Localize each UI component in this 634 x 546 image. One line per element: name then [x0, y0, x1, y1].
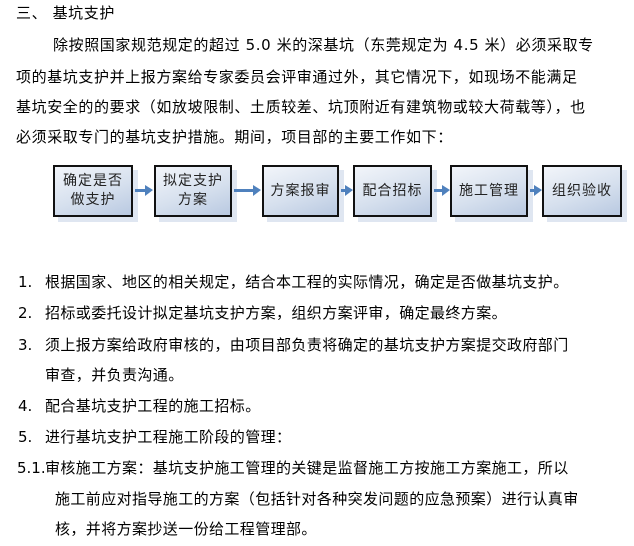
- flow-step-decide-support: 确定是否 做支护: [53, 165, 133, 217]
- list-item-text: 审查，并负责沟通。: [45, 366, 184, 384]
- flow-step-label: 确定是否: [63, 173, 123, 189]
- sub-item-text: 审核施工方案：基坑支护施工管理的关键是监督施工方按施工方案施工，所以: [45, 459, 569, 477]
- sub-item-text: 施工前应对指导施工的方案（包括针对各种突发问题的应急预案）进行认真审: [55, 490, 579, 508]
- list-item-text: 须上报方案给政府审核的，由项目部负责将确定的基坑支护方案提交政府部门: [45, 336, 569, 354]
- list-item-text: 根据国家、地区的相关规定，结合本工程的实际情况，确定是否做基坑支护。: [45, 273, 569, 291]
- sub-item-number: 5.1.: [17, 459, 46, 477]
- list-item-number: 1.: [18, 273, 33, 291]
- flow-step-label: 组织验收: [552, 182, 612, 199]
- list-item-number: 4.: [18, 397, 33, 415]
- paragraph-line: 除按照国家规范规定的超过 5.0 米的深基坑（东莞规定为 4.5 米）必须采取专: [53, 36, 594, 54]
- flow-step-label: 方案报审: [270, 182, 331, 199]
- flow-step-assist-bidding: 配合招标: [353, 165, 432, 217]
- flow-step-acceptance: 组织验收: [542, 165, 622, 217]
- arrow-right-icon: [234, 185, 261, 196]
- arrow-right-icon: [135, 185, 153, 196]
- section-heading: 三、 基坑支护: [16, 4, 115, 22]
- flow-step-label: 施工管理: [459, 182, 519, 199]
- arrow-right-icon: [434, 185, 450, 196]
- paragraph-line: 项的基坑支护并上报方案给专家委员会评审通过外，其它情况下，如现场不能满足: [16, 68, 578, 86]
- flow-step-submit-review: 方案报审: [262, 165, 339, 217]
- arrow-right-icon: [341, 185, 353, 196]
- arrow-right-icon: [530, 185, 542, 196]
- flow-step-label: 方案: [178, 192, 208, 208]
- flow-step-label: 拟定支护: [163, 173, 223, 189]
- paragraph-line: 必须采取专门的基坑支护措施。期间，项目部的主要工作如下：: [16, 128, 453, 146]
- list-item-number: 5.: [18, 428, 33, 446]
- sub-item-text: 核，并将方案抄送一份给工程管理部。: [55, 520, 317, 538]
- flow-step-construction-management: 施工管理: [450, 165, 528, 217]
- flow-step-label: 做支护: [70, 192, 116, 208]
- list-item-text: 配合基坑支护工程的施工招标。: [45, 397, 261, 415]
- list-item-number: 3.: [18, 336, 33, 354]
- flow-step-draft-plan: 拟定支护 方案: [154, 165, 232, 217]
- list-item-text: 进行基坑支护工程施工阶段的管理：: [45, 428, 292, 446]
- flow-step-label: 配合招标: [362, 182, 423, 199]
- paragraph-line: 基坑安全的的要求（如放坡限制、土质较差、坑顶附近有建筑物或较大荷载等），也: [16, 98, 586, 116]
- list-item-number: 2.: [18, 304, 33, 322]
- list-item-text: 招标或委托设计拟定基坑支护方案，组织方案评审，确定最终方案。: [45, 304, 508, 322]
- process-flow-diagram: 确定是否 做支护 拟定支护 方案 方案报审 配合招标 施工管理 组织验收: [0, 0, 634, 240]
